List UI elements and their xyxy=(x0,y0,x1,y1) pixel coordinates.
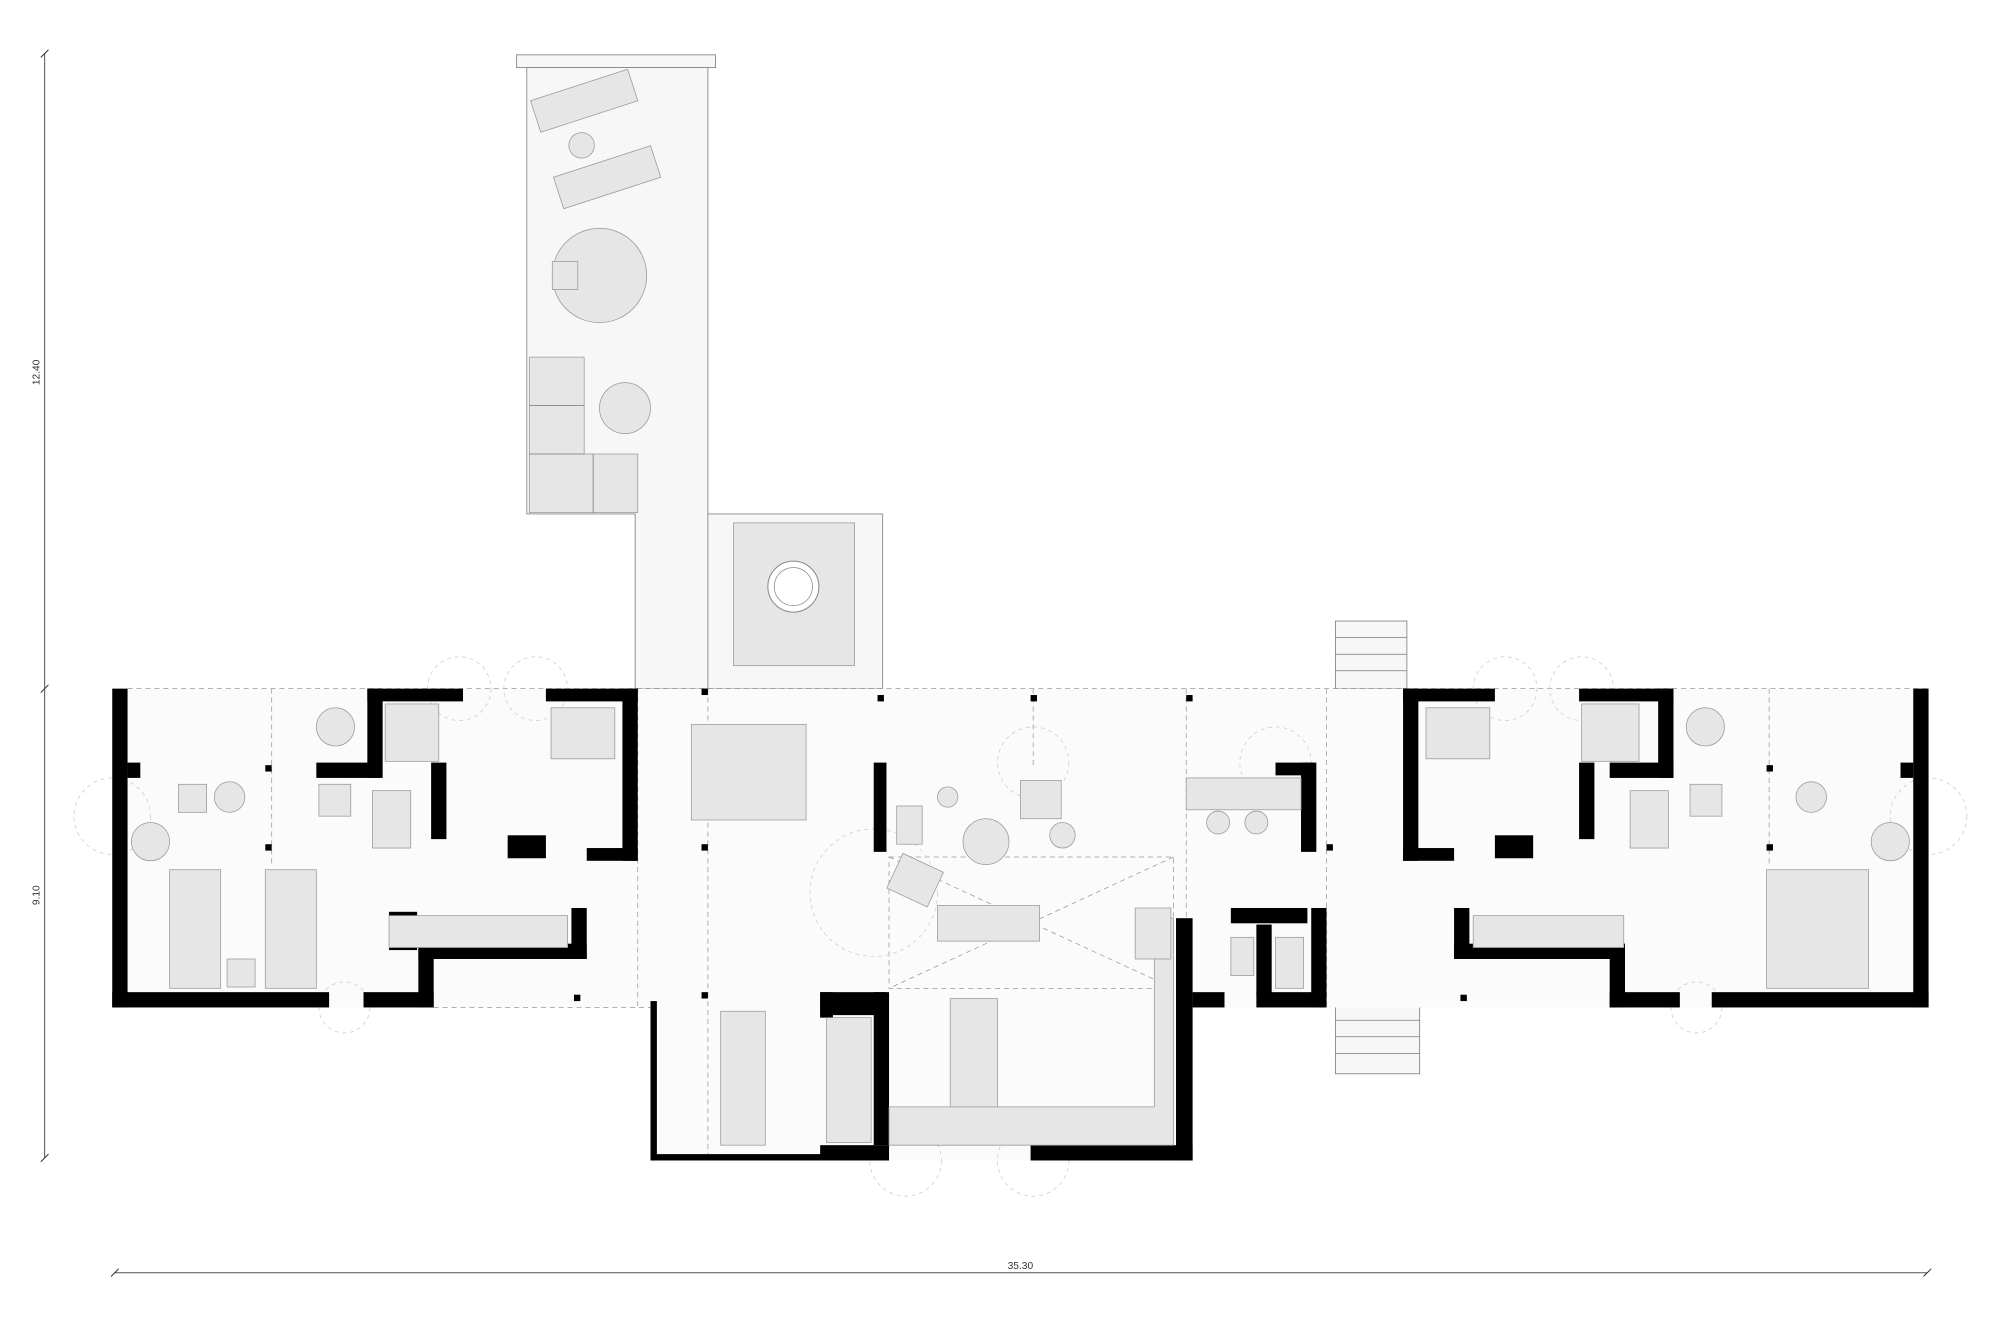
dimension-label-width: 35.30 xyxy=(1008,1261,1034,1272)
dimension-label-lower: 9.10 xyxy=(32,885,43,905)
coffee-table xyxy=(599,382,651,434)
twin-bed xyxy=(169,869,222,989)
double-bed xyxy=(1766,869,1870,989)
stairs-south xyxy=(1335,1003,1421,1075)
sun-lounger xyxy=(530,68,662,210)
lounge-sofa xyxy=(528,356,639,514)
dimension-label-upper: 12.40 xyxy=(32,359,43,385)
courtyard-planter xyxy=(707,513,884,690)
dining-table xyxy=(949,998,998,1121)
columns xyxy=(265,688,1773,1002)
horizontal-dimension: 35.30 xyxy=(110,1261,1932,1277)
side-table xyxy=(568,132,595,159)
twin-bed xyxy=(264,869,317,989)
stairs-north xyxy=(1335,620,1408,690)
roof-deck xyxy=(516,54,717,690)
furniture xyxy=(130,703,1910,1146)
vertical-dimension: 12.40 9.10 xyxy=(32,49,49,1163)
